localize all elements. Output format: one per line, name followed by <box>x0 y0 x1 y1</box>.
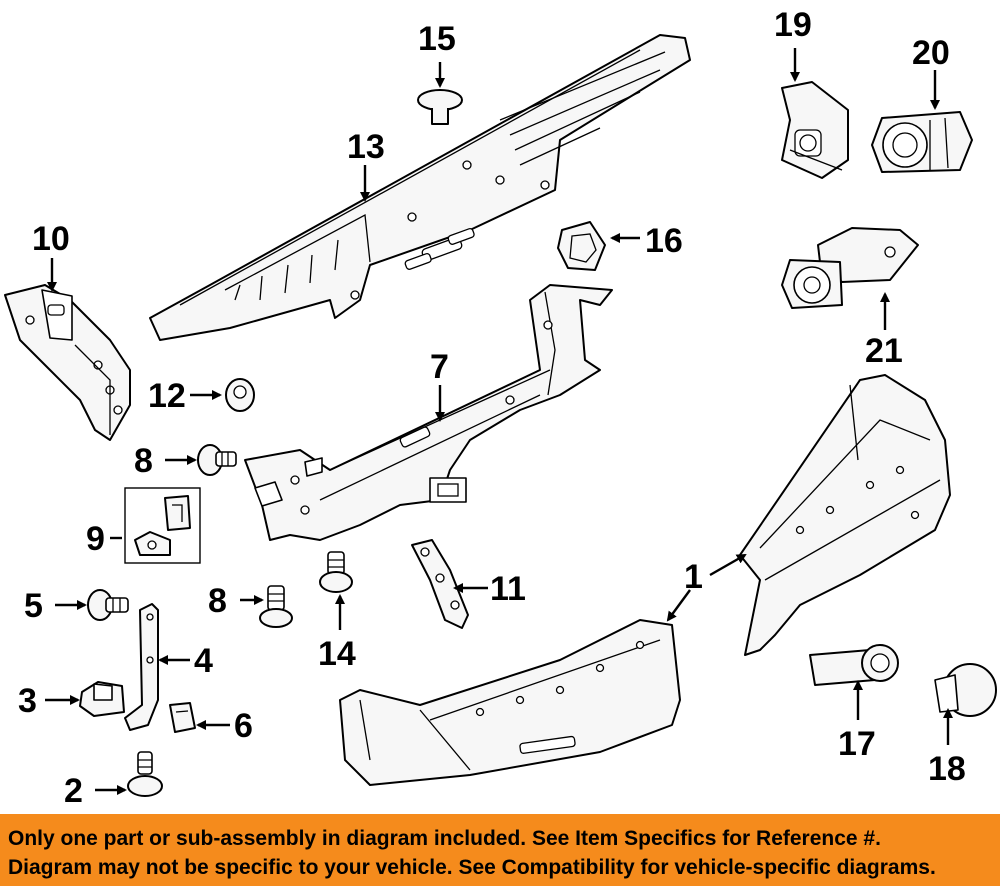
notice-line-1: Only one part or sub-assembly in diagram… <box>8 827 881 850</box>
part-6-spacer-clip <box>169 702 196 733</box>
part-21-connector-bracket <box>781 227 919 309</box>
callout-10: 10 <box>32 220 70 258</box>
callout-8-upper: 8 <box>134 442 153 480</box>
callout-11: 11 <box>490 570 526 608</box>
part-2-bolt <box>127 751 163 797</box>
part-18-grommet <box>934 663 997 717</box>
part-10-side-bracket <box>4 284 131 441</box>
part-17-sensor <box>809 644 899 686</box>
callout-17: 17 <box>838 725 876 763</box>
callout-16: 16 <box>645 222 683 260</box>
callout-8-lower: 8 <box>208 582 227 620</box>
part-9-nut-kit <box>124 487 201 564</box>
callout-1-top: 1 <box>684 558 703 596</box>
part-8-bolt-upper <box>197 444 237 476</box>
callout-12: 12 <box>148 377 186 415</box>
part-20-trailer-socket <box>871 111 973 173</box>
part-4-bracket <box>124 603 159 731</box>
exploded-parts-diagram: 15 13 19 20 16 10 21 12 7 8 9 1 1 11 8 1… <box>4 6 997 810</box>
part-12-clip-nut <box>225 378 255 412</box>
callout-5: 5 <box>24 587 43 625</box>
callout-21: 21 <box>865 332 903 370</box>
callout-14: 14 <box>318 635 356 673</box>
part-11-bracket-strip <box>411 539 469 629</box>
callout-19: 19 <box>774 6 812 44</box>
part-1-bumper-end-right <box>739 374 951 656</box>
arrow-1-left <box>666 589 691 622</box>
part-5-bolt <box>87 589 129 621</box>
callout-7: 7 <box>430 348 449 386</box>
part-1-bumper-end-left <box>339 619 681 786</box>
callout-9: 9 <box>86 520 105 558</box>
notice-line-2: Diagram may not be specific to your vehi… <box>8 856 936 879</box>
callout-18: 18 <box>928 750 966 788</box>
callout-15: 15 <box>418 20 456 58</box>
part-7-hitch-reinforcement <box>244 284 613 541</box>
arrow-1-right <box>709 553 747 577</box>
part-16-bracket-plate <box>557 221 606 271</box>
part-3-clip-nut <box>79 681 125 717</box>
notice-banner: Only one part or sub-assembly in diagram… <box>0 814 1000 886</box>
callout-13: 13 <box>347 128 385 166</box>
callout-2: 2 <box>64 772 83 810</box>
callout-numbers: 15 13 19 20 16 10 21 12 7 8 9 1 1 11 8 1… <box>18 6 966 810</box>
part-13-step-bumper <box>149 34 691 341</box>
part-8-bolt-lower <box>259 585 293 628</box>
callout-3: 3 <box>18 682 37 720</box>
callout-4: 4 <box>194 642 213 680</box>
part-19-connector-bracket <box>781 81 849 179</box>
callout-arrows <box>45 48 953 795</box>
callout-20: 20 <box>912 34 950 72</box>
part-14-bolt <box>319 551 353 593</box>
callout-6: 6 <box>234 707 253 745</box>
part-15-push-pin <box>417 89 463 125</box>
